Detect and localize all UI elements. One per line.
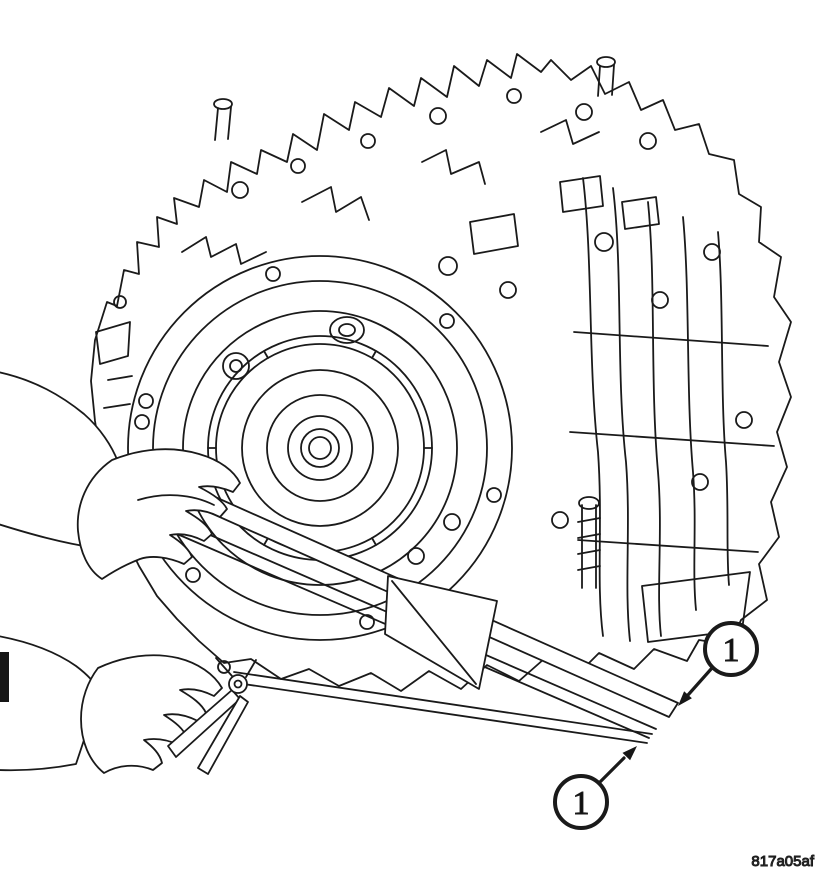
- callout-arrow-line: [597, 756, 626, 785]
- converter-ring: [182, 310, 458, 586]
- bolt-head: [575, 103, 593, 121]
- callout-arrow-line: [686, 666, 714, 697]
- bolt-head: [594, 232, 614, 252]
- top-detail-lines: [181, 119, 600, 265]
- bolt-head: [134, 414, 150, 430]
- bolt-heads: [113, 88, 753, 565]
- case-bolt-head: [578, 496, 600, 510]
- ring-lug: [265, 266, 281, 282]
- straightedge: [153, 483, 679, 744]
- callout-circle: [703, 621, 759, 677]
- callout-circle: [553, 774, 609, 830]
- wedge-line: [391, 580, 477, 685]
- converter-hub: [287, 415, 353, 481]
- ring-lug: [185, 567, 201, 583]
- left-bracket: [95, 321, 133, 409]
- callout-1-upper: 1: [678, 621, 759, 706]
- ring-lug: [359, 614, 375, 630]
- upper-thumb-line: [137, 494, 215, 506]
- callout-label: 1: [573, 785, 590, 822]
- callout-label: 1: [723, 632, 740, 669]
- converter-lug: [329, 316, 365, 344]
- converter-ring: [266, 394, 374, 502]
- bolt-head: [438, 256, 458, 276]
- bolt-head: [551, 511, 569, 529]
- bolt-head: [639, 132, 657, 150]
- bolt-head: [499, 281, 517, 299]
- figure-drawing: 1 1 817a05af: [0, 53, 815, 871]
- technician-hands: [0, 371, 257, 775]
- bolt-head: [407, 547, 425, 565]
- ring-lug: [439, 313, 455, 329]
- bolt-head: [651, 291, 669, 309]
- upper-hand: [76, 448, 241, 580]
- case-bolt: [577, 496, 601, 589]
- top-studs: [214, 64, 615, 141]
- case-bolt-shank: [577, 504, 601, 589]
- left-edge-shadow: [0, 652, 9, 702]
- arrowhead-icon: [622, 746, 637, 761]
- converter-ring: [241, 369, 399, 527]
- converter-boss: [222, 352, 250, 380]
- ring-lug: [486, 487, 502, 503]
- torque-converter: [127, 255, 513, 641]
- bolt-head: [443, 513, 461, 531]
- bolt-head: [231, 181, 249, 199]
- bolt-head: [506, 88, 522, 104]
- lower-hand: [80, 654, 223, 774]
- case-ribs: [582, 177, 730, 642]
- caliper-pivot: [228, 674, 248, 694]
- feeler-blade-lines: [229, 671, 653, 744]
- case-lines: [569, 331, 775, 553]
- bolt-head: [703, 243, 721, 261]
- converter-hub: [300, 428, 340, 468]
- ring-lug: [138, 393, 154, 409]
- bolt-head: [735, 411, 753, 429]
- bolt-head: [429, 107, 447, 125]
- caliper-jaw-b: [197, 695, 249, 775]
- caliper-tool: [167, 657, 257, 775]
- figure-code: 817a05af: [751, 853, 814, 870]
- caliper-arms: [215, 657, 257, 678]
- top-plates: [469, 175, 660, 255]
- bolt-head: [360, 133, 376, 149]
- converter-ring: [152, 280, 488, 616]
- bolt-head: [691, 473, 709, 491]
- caliper-pivot-center: [233, 679, 243, 689]
- converter-lug: [338, 323, 356, 337]
- callout-1-lower: 1: [553, 746, 637, 830]
- straightedge-pin: [217, 660, 231, 674]
- stud-cap: [596, 56, 616, 68]
- transaxle-assembly: [90, 53, 792, 692]
- arrowhead-icon: [678, 691, 692, 706]
- bolt-head: [113, 295, 127, 309]
- converter-ring: [127, 255, 513, 641]
- straightedge-wedge: [384, 575, 498, 690]
- caliper-jaw-a: [167, 689, 241, 758]
- converter-hub: [308, 436, 332, 460]
- bolt-head: [290, 158, 306, 174]
- converter-boss: [229, 359, 243, 373]
- stud-cap: [213, 98, 233, 110]
- converter-band-ticks: [207, 350, 433, 546]
